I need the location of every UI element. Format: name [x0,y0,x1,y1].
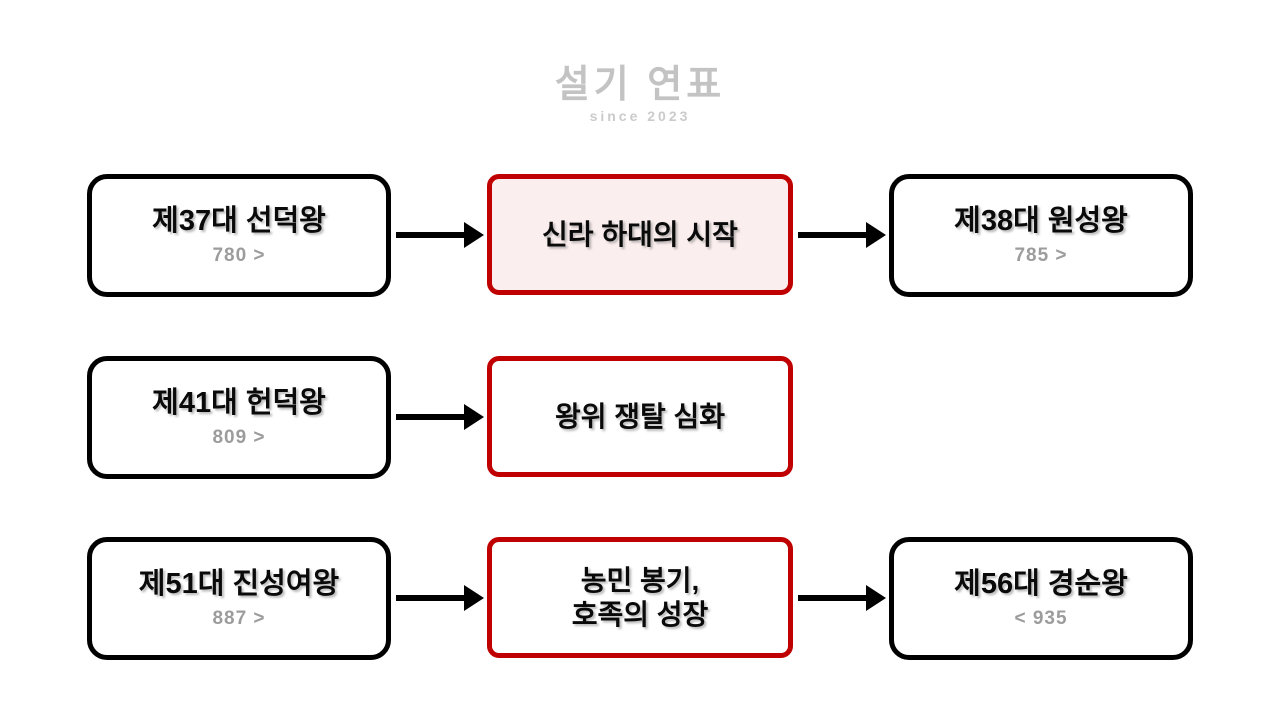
arrow-head [866,222,886,248]
node-event-silla-late-period-start[interactable]: 신라 하대의 시작 [487,174,793,295]
arrow-head [464,404,484,430]
node-year-label: 809 > [212,427,266,449]
node-title: 왕위 쟁탈 심화 [554,400,726,432]
node-year-label: 785 > [1014,245,1068,267]
node-title: 제37대 선덕왕 [152,204,326,237]
node-title: 제41대 헌덕왕 [152,386,326,419]
node-title: 농민 봉기, 호족의 성장 [571,564,709,630]
flow-arrow-icon [798,583,886,613]
arrow-shaft [396,414,472,420]
timeline-row-2: 제41대 헌덕왕 809 > 왕위 쟁탈 심화 [0,356,1280,486]
node-king-gyeongsun[interactable]: 제56대 경순왕 < 935 [889,537,1193,660]
timeline-row-1: 제37대 선덕왕 780 > 신라 하대의 시작 제38대 원성왕 785 > [0,174,1280,304]
node-queen-jinseong[interactable]: 제51대 진성여왕 887 > [87,537,391,660]
node-event-throne-struggle[interactable]: 왕위 쟁탈 심화 [487,356,793,477]
node-title: 신라 하대의 시작 [542,218,738,250]
flow-arrow-icon [798,220,886,250]
watermark-title: 설기 연표 [554,64,726,106]
node-title: 제56대 경순왕 [954,567,1128,600]
timeline-row-3: 제51대 진성여왕 887 > 농민 봉기, 호족의 성장 제56대 경순왕 < 935 [0,537,1280,667]
watermark: 설기 연표 since 2023 [0,64,1280,124]
arrow-shaft [798,595,874,601]
node-title: 제38대 원성왕 [954,204,1128,237]
flow-arrow-icon [396,583,484,613]
arrow-shaft [798,232,874,238]
flow-arrow-icon [396,220,484,250]
arrow-shaft [396,232,472,238]
watermark-subtitle: since 2023 [589,107,691,124]
node-year-label: 887 > [212,608,266,630]
node-year-label: 780 > [212,245,266,267]
arrow-head [866,585,886,611]
arrow-shaft [396,595,472,601]
node-year-label: < 935 [1014,608,1068,630]
flow-arrow-icon [396,402,484,432]
node-king-seondeok[interactable]: 제37대 선덕왕 780 > [87,174,391,297]
node-king-heondeok[interactable]: 제41대 헌덕왕 809 > [87,356,391,479]
node-event-peasant-uprising-hojok[interactable]: 농민 봉기, 호족의 성장 [487,537,793,658]
node-king-wonseong[interactable]: 제38대 원성왕 785 > [889,174,1193,297]
arrow-head [464,585,484,611]
node-title: 제51대 진성여왕 [138,567,340,600]
arrow-head [464,222,484,248]
